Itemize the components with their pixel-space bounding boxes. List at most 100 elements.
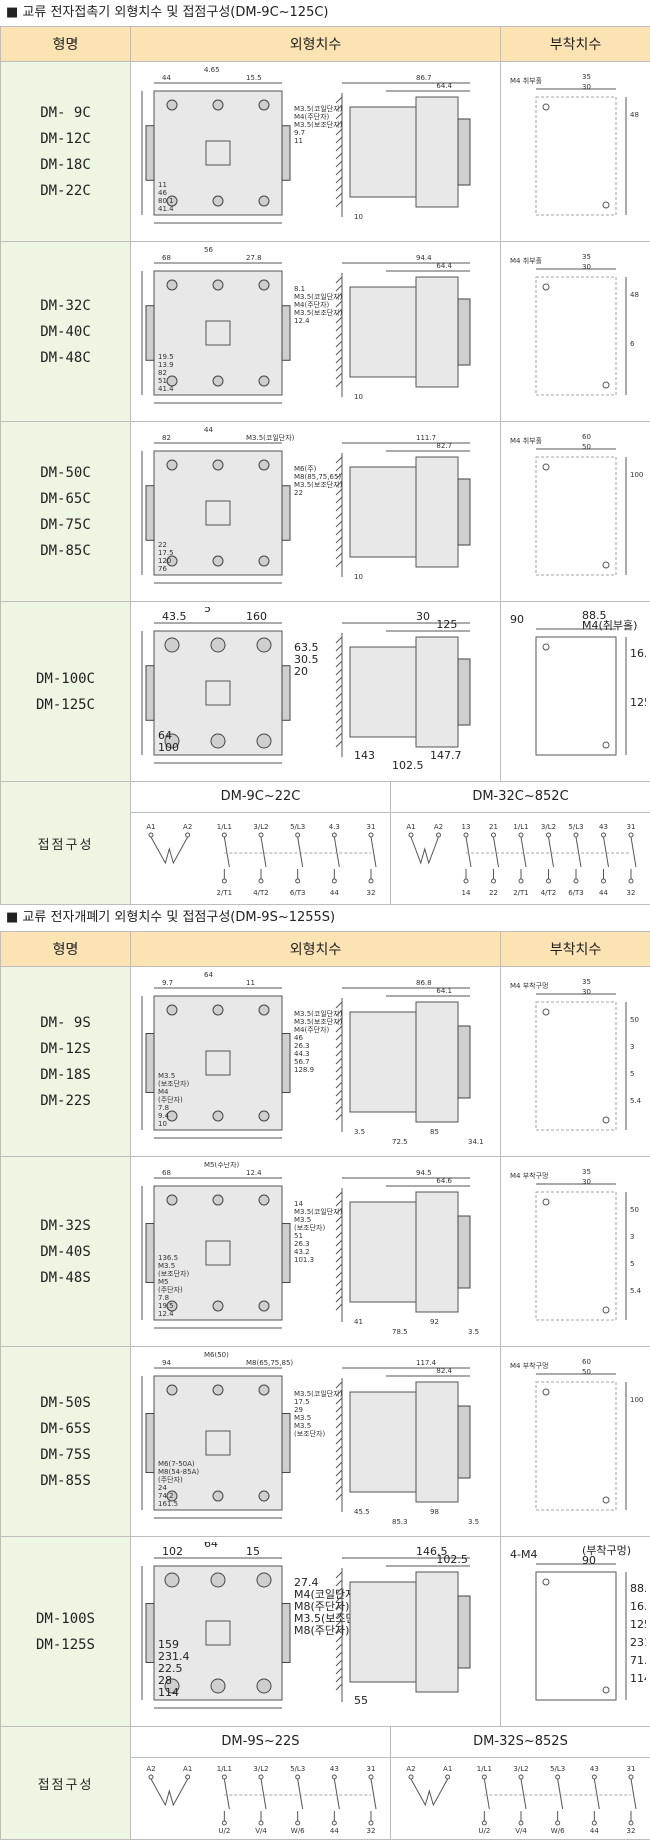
model-name: DM-100S (35, 1610, 95, 1627)
rail-hatch (335, 324, 342, 331)
dimension-label: 30 (582, 83, 591, 91)
contact-switch (296, 1778, 303, 1809)
terminal-dot (294, 878, 300, 883)
dimension-label: 1/L1 (216, 1765, 231, 1773)
rail-hatch (335, 1295, 342, 1302)
dimension-label: M3.5(코일단자) (294, 104, 343, 113)
terminal-screw (212, 375, 223, 386)
mount-hole (602, 1116, 609, 1123)
terminal-screw (258, 279, 269, 290)
rail-hatch (335, 200, 342, 207)
dimension-label: 85.3 (392, 1518, 408, 1526)
terminal-dot (490, 878, 496, 883)
rail-hatch (335, 1485, 342, 1492)
mount-outline (535, 1001, 616, 1130)
rail-hatch (335, 1413, 342, 1420)
dimension-label: 60 (582, 433, 591, 441)
terminal-dot (591, 1774, 597, 1779)
dimension-label: 98 (430, 1508, 439, 1516)
section1-title: ■ 교류 전자접촉기 외형치수 및 접점구성(DM-9C~125C) (6, 5, 329, 20)
model-name: DM-12S (40, 1040, 91, 1057)
terminal-dot (435, 832, 441, 837)
dimension-label: 5/L3 (550, 1765, 565, 1773)
dimension-label: 146.5 (416, 1545, 448, 1558)
terminal-screw (166, 195, 177, 206)
terminal-dot (518, 832, 523, 837)
dimension-label: 35 (582, 73, 591, 81)
rail-hatch (335, 1073, 342, 1080)
rail-hatch (335, 660, 342, 667)
mount-hole (602, 381, 609, 388)
side-coil (415, 96, 458, 207)
rail-hatch (335, 1389, 342, 1396)
rail-hatch (335, 1017, 342, 1024)
dimension-label: 50 (630, 1206, 639, 1214)
dimension-label: M4(주단자) (294, 1025, 330, 1034)
side-body (349, 106, 416, 197)
rail-hatch (335, 1303, 342, 1310)
dimension-label: 41 (354, 1318, 363, 1326)
contact-switch (602, 836, 609, 867)
side-coil (415, 456, 458, 567)
dimension-label: 160 (246, 610, 267, 623)
dimension-label: 10 (158, 1120, 167, 1128)
front-view: 8244M3.5(코일단자)M6(주)M8(85,75,65)M3.5(보조단자… (141, 427, 342, 583)
dimension-label: 35 (582, 1168, 591, 1176)
dimension-label: A2 (183, 823, 192, 831)
contact-series-title: DM-32C~852C (391, 782, 650, 813)
rail-hatch (335, 1659, 342, 1666)
rail-hatch (335, 112, 342, 119)
mount-outline (535, 456, 616, 575)
dimension-label: 101.3 (294, 1256, 314, 1264)
rail-hatch (335, 1191, 342, 1198)
dimension-drawing: 8244M3.5(코일단자)M6(주)M8(85,75,65)M3.5(보조단자… (141, 427, 470, 583)
terminal-dot (518, 878, 523, 883)
dimension-label: 3/L2 (253, 823, 268, 831)
dimension-label: 94.4 (416, 254, 432, 262)
dimension-label: 30 (582, 263, 591, 271)
model-name: DM-18S (40, 1066, 91, 1083)
dimension-label: 5 (630, 1070, 634, 1078)
rail-hatch (335, 128, 342, 135)
rail-hatch (335, 1271, 342, 1278)
coil-symbol (410, 1778, 448, 1806)
dimension-label: 3/L2 (513, 1765, 528, 1773)
dimension-label: 51 (294, 1232, 303, 1240)
dimension-label: 64 (204, 1542, 218, 1550)
terminal-screw (164, 1678, 179, 1693)
mount-foot (281, 1032, 290, 1093)
dimension-label: M3.5 (158, 1262, 175, 1270)
terminal-dot (221, 1774, 227, 1779)
dimension-label: 125 (630, 696, 646, 709)
side-cover (457, 1595, 470, 1668)
rail-hatch (335, 1405, 342, 1412)
dimension-label: M4(코일단자) (294, 1587, 360, 1601)
dimension-label: 31 (366, 823, 375, 831)
rail-hatch (335, 356, 342, 363)
dimension-label: M6(50) (204, 1352, 229, 1359)
terminal-screw (166, 459, 177, 470)
mount-hole (602, 1496, 609, 1503)
dimension-label: 5/L3 (290, 1765, 305, 1773)
mount-hole (542, 1578, 549, 1585)
front-view: 94M6(50)M8(65,75,85)M3.5(코일단자)17.529M3.5… (141, 1352, 342, 1518)
terminal-screw (256, 1572, 271, 1587)
dimension-label: 35 (582, 253, 591, 261)
rail-hatch (335, 668, 342, 675)
dimension-label: M8(주단자) (294, 1600, 349, 1613)
terminal-dot (221, 1820, 227, 1825)
dimension-label: 4/T2 (540, 889, 556, 897)
dimension-label: 14 (461, 889, 470, 897)
